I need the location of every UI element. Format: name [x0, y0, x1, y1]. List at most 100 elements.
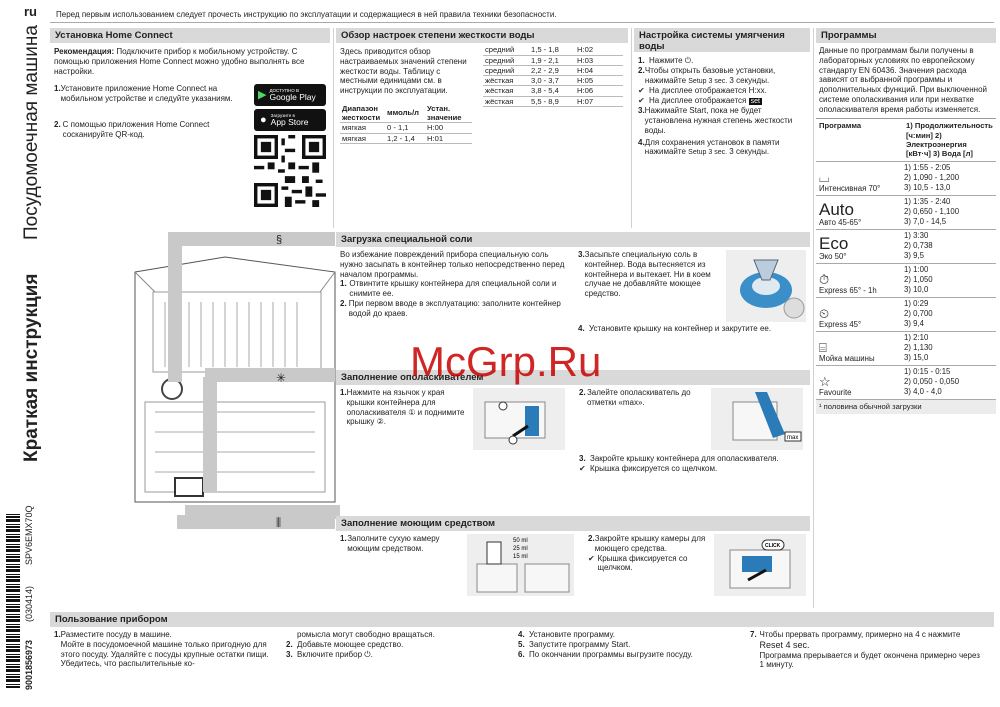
watermark: McGrp.Ru [410, 338, 602, 385]
program-name: Мойка машины [819, 353, 875, 363]
express-icon: ⏲ [819, 305, 830, 321]
google-play-icon: ▶ [258, 88, 267, 101]
usage-section: Пользование прибором 1.Разместите посуду… [50, 612, 994, 702]
program-value: 3) 7,0 - 14,5 [904, 217, 947, 227]
svg-text:CLICK: CLICK [765, 543, 781, 549]
program-value: 1) 2:10 [904, 333, 929, 343]
qr-code[interactable] [254, 135, 326, 208]
apple-icon: ● [260, 113, 267, 126]
water-hardness-section: Обзор настроек степени жесткости воды Зд… [336, 28, 628, 228]
section-title: Заполнение моющим средством [336, 516, 810, 531]
program-value: 1) 3:30 [904, 231, 929, 241]
recommendation-text: Подключите прибор к мобильному устройств… [54, 47, 305, 76]
product-name: Посудомоечная машина [21, 25, 42, 240]
dishwasher-illustration [134, 232, 340, 519]
salt-funnel-image [726, 250, 806, 322]
program-name: Интенсивная 70° [819, 183, 881, 193]
side-strip: ru Посудомоечная машина Краткая инструкц… [2, 0, 50, 707]
program-name: Favourite [819, 387, 852, 397]
recommendation-label: Рекомендация: [54, 47, 115, 56]
svg-text:50 ml: 50 ml [513, 538, 528, 544]
program-name: Express 45° [819, 319, 862, 329]
home-connect-section: Установка Home Connect Рекомендация: Под… [50, 28, 330, 228]
svg-text:25 ml: 25 ml [513, 546, 528, 552]
date-code: (030414) [24, 585, 34, 622]
program-value: 2) 0,738 [904, 241, 933, 251]
program-value: 3) 10,5 - 13,0 [904, 183, 951, 193]
detergent-section: Заполнение моющим средством ⫼ 1.Заполнит… [276, 516, 810, 606]
salt-section: Загрузка специальной соли § Во избежание… [276, 232, 810, 362]
programs-intro: Данные по программам были получены в лаб… [819, 46, 987, 114]
program-footnote: ¹ половина обычной загрузки [816, 399, 996, 414]
program-value: 1) 0:29 [904, 299, 929, 309]
program-value: 1) 1:35 - 2:40 [904, 197, 951, 207]
program-value: 3) 9,5 [904, 251, 924, 261]
hardness-intro: Здесь приводится обзор настраиваемых зна… [340, 47, 467, 95]
section-title: Заполнение ополаскивателем [336, 370, 810, 385]
section-title: Настройка системы умягчения воды [634, 28, 810, 52]
program-value: 3) 9,4 [904, 319, 924, 329]
softener-setup-section: Настройка системы умягчения воды 1.Нажми… [634, 28, 810, 228]
svg-text:max: max [787, 435, 798, 441]
detergent-fill-image: 50 ml 25 ml 15 ml [466, 534, 574, 596]
program-name: Express 65° - 1h [819, 285, 877, 295]
program-value: 1) 0:15 - 0:15 [904, 367, 951, 377]
program-name: Авто 45-65° [819, 217, 862, 227]
program-value: 2) 0,700 [904, 309, 933, 319]
detergent-icon: ⫼ [276, 517, 282, 529]
program-value: 3) 4,0 - 4,0 [904, 387, 942, 397]
rinse-fill-image: max [711, 388, 804, 450]
salt-intro: Во избежание повреждений прибора специал… [340, 250, 565, 279]
programs-section: Программы Данные по программам были полу… [816, 28, 996, 438]
model-code: SPV6EMX70Q [24, 505, 34, 565]
program-value: 3) 10,0 [904, 285, 929, 295]
program-value: 1) 1:00 [904, 265, 929, 275]
part-number: 9001856973 [24, 639, 34, 690]
program-value: 2) 1,090 - 1,200 [904, 173, 960, 183]
detergent-close-image: CLICK [714, 534, 806, 596]
program-value: 1) 1:55 - 2:05 [904, 163, 951, 173]
program-value: 2) 0,050 - 0,050 [904, 377, 960, 387]
section-title: Обзор настроек степени жесткости воды [336, 28, 628, 43]
program-value: 3) 15,0 [904, 353, 929, 363]
doc-title: Краткая инструкция [21, 273, 42, 462]
step-2: С помощью приложения Home Connect соскан… [62, 119, 210, 139]
program-value: 2) 1,130 [904, 343, 933, 353]
section-title: Установка Home Connect [50, 28, 330, 43]
section-title: Программы [816, 28, 996, 43]
auto-icon: Auto [819, 199, 854, 219]
rinse-aid-icon: ✳ [276, 371, 287, 385]
program-value: 2) 1,050 [904, 275, 933, 285]
favourite-icon: ☆ [819, 373, 831, 389]
step-1: Установите приложение Home Connect на мо… [60, 84, 233, 103]
language-code: ru [24, 4, 37, 19]
program-value: 2) 0,650 - 1,100 [904, 207, 960, 217]
section-title: Пользование прибором [50, 612, 994, 627]
eco-icon: Eco [819, 233, 849, 253]
salt-icon: § [276, 234, 283, 246]
rinse-aid-section: Заполнение ополаскивателем ✳ 1.Нажмите н… [276, 370, 810, 506]
intensive-icon: ⌴ [819, 169, 830, 185]
svg-text:15 ml: 15 ml [513, 554, 528, 560]
machine-care-icon: ⌸ [819, 339, 827, 355]
section-title: Загрузка специальной соли [341, 234, 473, 245]
